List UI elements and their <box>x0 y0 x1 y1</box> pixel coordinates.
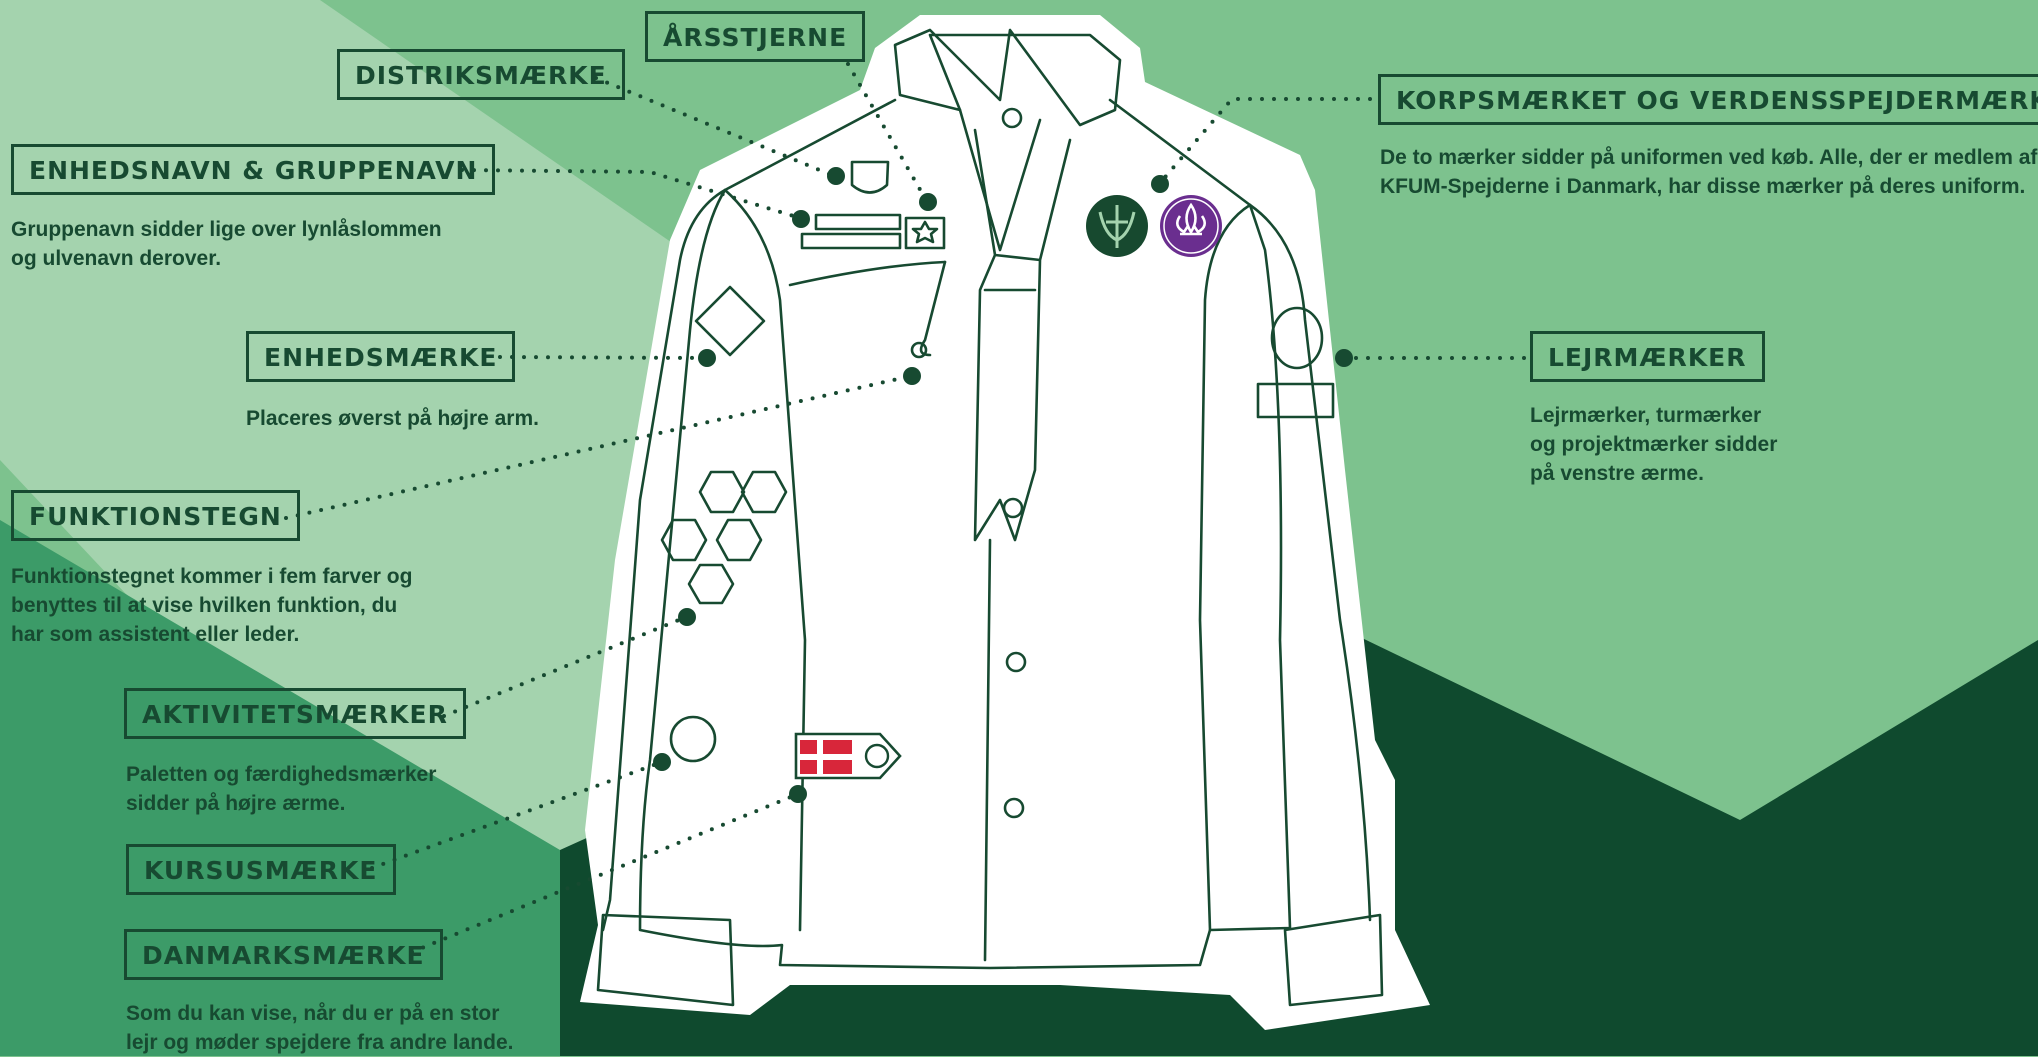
desc-funktionstegn: Funktionstegnet kommer i fem farver og b… <box>11 562 412 649</box>
leader-dot <box>678 608 696 626</box>
leader-dot <box>919 193 937 211</box>
label-kursusmaerke: KURSUSMÆRKE <box>126 844 396 895</box>
label-enhedsnavn: ENHEDSNAVN & GRUPPENAVN <box>11 144 495 195</box>
desc-enhedsmaerke: Placeres øverst på højre arm. <box>246 404 539 433</box>
desc-korpsmaerket: De to mærker sidder på uniformen ved køb… <box>1380 143 2037 201</box>
leader-dot <box>792 210 810 228</box>
leader-dot <box>1335 349 1353 367</box>
label-korpsmaerket: KORPSMÆRKET OG VERDENSSPEJDERMÆRKET <box>1378 74 2038 125</box>
desc-lejrmaerker: Lejrmærker, turmærker og projektmærker s… <box>1530 401 1777 488</box>
shirt-silhouette <box>580 15 1430 1030</box>
leader-dot <box>827 167 845 185</box>
desc-aktivitetsmaerker: Paletten og færdighedsmærker sidder på h… <box>126 760 436 818</box>
korps-badge-icon <box>1086 195 1148 257</box>
leader-dot <box>653 753 671 771</box>
leader-dot <box>1151 175 1169 193</box>
label-funktionstegn: FUNKTIONSTEGN <box>11 490 300 541</box>
leader-dot <box>698 349 716 367</box>
label-aktivitetsmaerker: AKTIVITETSMÆRKER <box>124 688 466 739</box>
danish-flag-icon <box>796 734 900 778</box>
label-distriksmaerke: DISTRIKSMÆRKE <box>337 49 625 100</box>
desc-enhedsnavn: Gruppenavn sidder lige over lynlåslommen… <box>11 215 442 273</box>
leader-dot <box>903 367 921 385</box>
leader-dot <box>789 785 807 803</box>
label-danmarksmaerke: DANMARKSMÆRKE <box>124 929 443 980</box>
desc-danmarksmaerke: Som du kan vise, når du er på en stor le… <box>126 999 513 1057</box>
world-scout-badge-icon <box>1160 195 1222 257</box>
label-enhedsmaerke: ENHEDSMÆRKE <box>246 331 515 382</box>
label-arsstjerne: ÅRSSTJERNE <box>645 11 865 62</box>
label-lejrmaerker: LEJRMÆRKER <box>1530 331 1765 382</box>
